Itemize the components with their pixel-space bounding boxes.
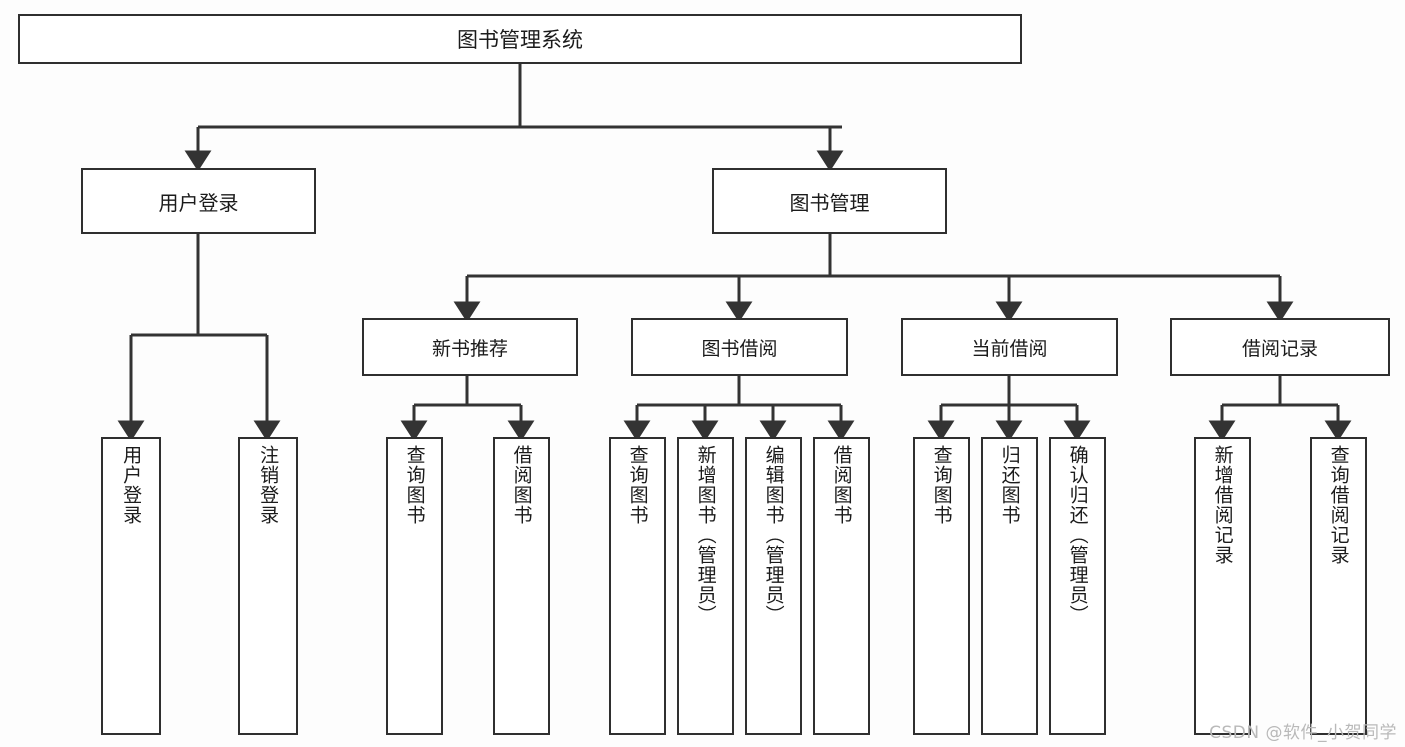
node-book-management[interactable]: 图书管理 <box>712 168 947 234</box>
leaf-user-login-login[interactable]: 用户登录 <box>101 437 161 735</box>
leaf-new-book-query[interactable]: 查询图书 <box>386 437 443 735</box>
leaf-book-borrow-query-label: 查询图书 <box>626 445 649 525</box>
leaf-book-borrow-borrow[interactable]: 借阅图书 <box>813 437 870 735</box>
leaf-new-book-borrow[interactable]: 借阅图书 <box>493 437 550 735</box>
leaf-user-login-login-label: 用户登录 <box>120 445 143 525</box>
node-book-borrow[interactable]: 图书借阅 <box>631 318 848 376</box>
node-book-borrow-label: 图书借阅 <box>701 337 778 360</box>
leaf-current-borrow-query-label: 查询图书 <box>930 445 953 525</box>
node-new-book-recommend-label: 新书推荐 <box>431 337 508 360</box>
leaf-current-borrow-confirm-return-label: 确认归还（管理员） <box>1066 445 1089 625</box>
node-user-login-label: 用户登录 <box>158 190 239 215</box>
leaf-book-borrow-add[interactable]: 新增图书（管理员） <box>677 437 734 735</box>
leaf-book-borrow-add-label: 新增图书（管理员） <box>694 445 717 625</box>
leaf-borrow-record-add-label: 新增借阅记录 <box>1211 445 1234 565</box>
leaf-borrow-record-query-label: 查询借阅记录 <box>1327 445 1350 565</box>
leaf-book-borrow-borrow-label: 借阅图书 <box>830 445 853 525</box>
leaf-borrow-record-add[interactable]: 新增借阅记录 <box>1194 437 1251 735</box>
node-book-management-label: 图书管理 <box>789 190 870 215</box>
node-current-borrow[interactable]: 当前借阅 <box>901 318 1118 376</box>
leaf-current-borrow-confirm-return[interactable]: 确认归还（管理员） <box>1049 437 1106 735</box>
node-root-label: 图书管理系统 <box>457 28 583 52</box>
node-current-borrow-label: 当前借阅 <box>971 337 1048 360</box>
csdn-watermark: CSDN @软件_小贺同学 <box>1209 723 1397 743</box>
leaf-book-borrow-edit-label: 编辑图书（管理员） <box>762 445 785 625</box>
leaf-current-borrow-return-label: 归还图书 <box>998 445 1021 525</box>
leaf-current-borrow-query[interactable]: 查询图书 <box>913 437 970 735</box>
node-borrow-record[interactable]: 借阅记录 <box>1170 318 1390 376</box>
leaf-borrow-record-query[interactable]: 查询借阅记录 <box>1310 437 1367 735</box>
node-new-book-recommend[interactable]: 新书推荐 <box>362 318 578 376</box>
leaf-user-login-logout-label: 注销登录 <box>257 445 280 525</box>
leaf-book-borrow-query[interactable]: 查询图书 <box>609 437 666 735</box>
leaf-new-book-borrow-label: 借阅图书 <box>510 445 533 525</box>
leaf-book-borrow-edit[interactable]: 编辑图书（管理员） <box>745 437 802 735</box>
leaf-user-login-logout[interactable]: 注销登录 <box>238 437 298 735</box>
node-user-login[interactable]: 用户登录 <box>81 168 316 234</box>
leaf-current-borrow-return[interactable]: 归还图书 <box>981 437 1038 735</box>
node-borrow-record-label: 借阅记录 <box>1241 337 1318 360</box>
leaf-new-book-query-label: 查询图书 <box>403 445 426 525</box>
node-root[interactable]: 图书管理系统 <box>18 14 1022 64</box>
